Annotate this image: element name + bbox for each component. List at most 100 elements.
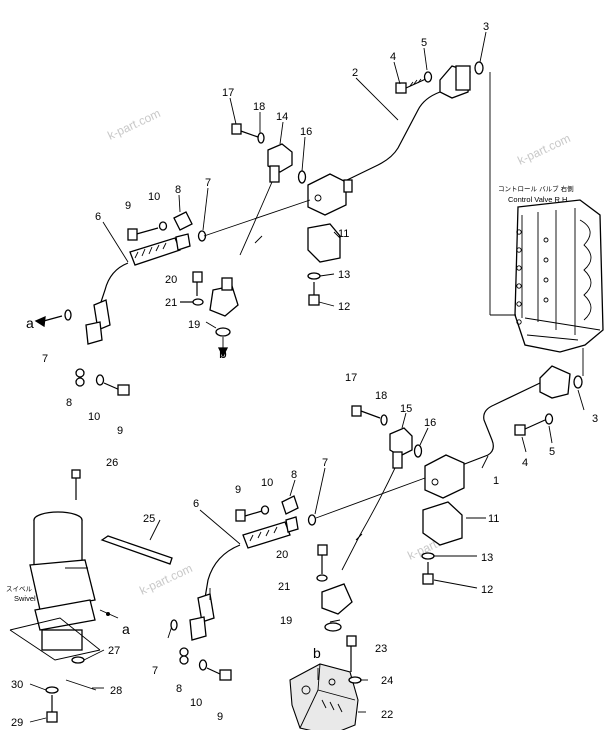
callout-a-lower: a [122, 621, 130, 637]
bolt-9-lower [235, 509, 246, 522]
bolt-9-upper [127, 228, 138, 241]
elbow-8-lower [281, 495, 299, 515]
callout-19-lower: 19 [280, 615, 292, 627]
callout-5-lower: 5 [549, 446, 555, 458]
callout-27: 27 [108, 645, 120, 657]
o-ring-7-swivel [170, 619, 178, 631]
callout-14: 14 [276, 111, 288, 123]
callout-21-lower: 21 [278, 581, 290, 593]
washer-10-upper [158, 221, 168, 231]
washer-21-upper [192, 298, 204, 306]
callout-2: 2 [352, 67, 358, 79]
tube-2 [344, 91, 441, 182]
callout-11-lower: 11 [488, 513, 499, 525]
callout-3-lower: 3 [592, 413, 598, 425]
nut-8-lower [179, 647, 189, 657]
o-ring-7-lower-left [64, 309, 72, 321]
callout-16-upper: 16 [300, 126, 312, 138]
o-ring-19-upper [215, 327, 231, 337]
o-ring-19-lower [324, 622, 342, 632]
leader-lines [83, 31, 585, 713]
bolt-26 [71, 469, 81, 479]
callout-6-upper: 6 [95, 211, 101, 223]
callout-8-lower: 8 [291, 469, 297, 481]
shim-28 [65, 679, 97, 691]
washer-13-upper [307, 272, 321, 280]
bolt-9-upper-b [117, 384, 130, 396]
callout-13-lower: 13 [481, 552, 493, 564]
callout-7-swivel: 7 [152, 665, 158, 677]
callout-20-lower: 20 [276, 549, 288, 561]
washer-13-lower [421, 552, 435, 560]
swivel-joint: スイベル ジョイント Swivel Joint [6, 469, 173, 723]
callout-9-lower: 9 [235, 484, 241, 496]
callout-5-upper: 5 [421, 37, 427, 49]
callout-7-lower: 7 [322, 457, 328, 469]
elbow-flange-lower [539, 365, 571, 399]
callout-22: 22 [381, 709, 393, 721]
callout-17-lower: 17 [345, 372, 357, 384]
bolt-9-lower-b [219, 669, 232, 681]
bolt-20-lower [317, 544, 328, 556]
fitting-15-lower [389, 427, 413, 457]
callout-18-upper: 18 [253, 101, 265, 113]
callout-10-swivel: 10 [190, 697, 202, 709]
callout-19-upper: 19 [188, 319, 200, 331]
callout-13-upper: 13 [338, 269, 350, 281]
fitting-14-upper [267, 143, 293, 173]
callout-6-lower: 6 [193, 498, 199, 510]
o-ring-3-lower [573, 375, 583, 389]
callout-26: 26 [106, 457, 118, 469]
washer-27 [71, 656, 85, 664]
hose-6-lower [204, 544, 241, 599]
bolt-4-upper [395, 77, 429, 94]
control-valve: コントロール バルブ 右側 Control Valve R.H [498, 184, 604, 353]
block-lower [424, 454, 465, 499]
callout-12-upper: 12 [338, 301, 350, 313]
tube-1 [461, 382, 541, 466]
callout-3-upper: 3 [483, 21, 489, 33]
washer-10-upper-b [95, 374, 105, 386]
o-ring-3-upper [474, 61, 484, 75]
callout-7-left: 7 [42, 353, 48, 365]
callout-15: 15 [400, 403, 412, 415]
callout-10-left: 10 [88, 411, 100, 423]
callout-21-upper: 21 [165, 297, 177, 309]
callout-28: 28 [110, 685, 122, 697]
washer-30 [45, 686, 59, 694]
callout-12-lower: 12 [481, 584, 493, 596]
washer-5-lower [544, 413, 554, 425]
callout-30: 30 [11, 679, 23, 691]
callout-8-upper: 8 [175, 184, 181, 196]
callout-9-upper: 9 [125, 200, 131, 212]
bolt-17-lower [351, 405, 362, 417]
washer-5-upper [423, 71, 433, 83]
callout-1: 1 [493, 475, 499, 487]
strap-25 [100, 535, 173, 565]
bolt-29 [46, 711, 58, 723]
valve-block-22 [289, 663, 359, 730]
block-upper [307, 173, 347, 216]
control-valve-label-en: Control Valve R.H [508, 195, 567, 204]
callout-20-upper: 20 [165, 274, 177, 286]
callout-7-upper: 7 [205, 177, 211, 189]
nut-8-upper [75, 368, 85, 378]
washer-10-lower-b [198, 659, 208, 671]
bracket-11-upper [307, 223, 341, 263]
elbow-8-upper [173, 211, 193, 231]
callout-17-upper: 17 [222, 87, 234, 99]
o-ring-16-upper [297, 170, 307, 184]
bolt-17-upper [231, 123, 242, 135]
washer-21-lower [316, 574, 328, 582]
washer-24 [348, 676, 362, 684]
callout-10-upper: 10 [148, 191, 160, 203]
watermark-1: k-part.com [105, 106, 162, 143]
bolt-23 [346, 635, 357, 647]
bolt-20-upper [192, 271, 203, 283]
o-ring-16-lower [413, 444, 423, 458]
callout-8-swivel: 8 [176, 683, 182, 695]
callout-numbers: 2 3 4 5 17 18 14 16 7 8 10 9 6 11 13 12 … [11, 21, 598, 729]
washer-18-upper [257, 132, 265, 144]
